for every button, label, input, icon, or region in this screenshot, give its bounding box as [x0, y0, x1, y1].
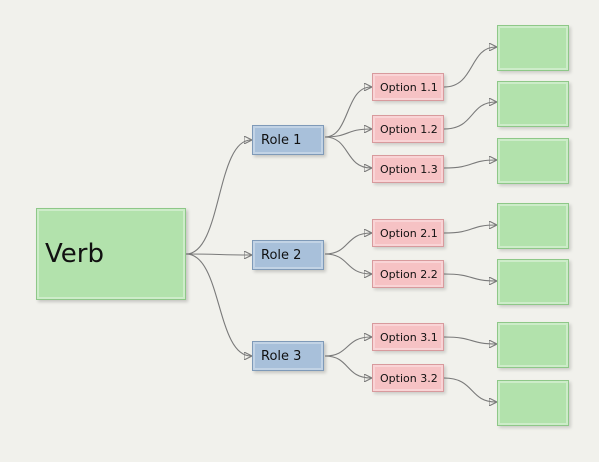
option-node-3-2: Option 3.2	[372, 364, 444, 392]
leaf-node-2-2	[497, 259, 569, 305]
option-node-1-3: Option 1.3	[372, 155, 444, 183]
edge-verb-role-2	[185, 254, 251, 255]
leaf-node-3-2	[497, 380, 569, 426]
option-label: Option 2.2	[380, 267, 438, 281]
edge-option-2-1-leaf	[443, 225, 496, 234]
edge-role-1-option-1-1	[324, 87, 371, 138]
option-label: Option 1.2	[380, 122, 438, 136]
option-node-1-1: Option 1.1	[372, 73, 444, 101]
edge-option-3-2-leaf	[443, 377, 496, 402]
option-node-3-1: Option 3.1	[372, 323, 444, 351]
leaf-node-1-1	[497, 25, 569, 71]
edge-role-2-option-2-1	[324, 233, 371, 255]
role-label: Role 3	[261, 348, 302, 364]
role-label: Role 1	[261, 132, 302, 148]
edge-role-1-option-1-3	[324, 136, 371, 168]
role-node-2: Role 2	[252, 240, 324, 270]
option-label: Option 3.1	[380, 330, 438, 344]
edge-role-2-option-2-2	[324, 253, 371, 274]
edge-role-3-option-3-2	[324, 355, 371, 378]
edge-option-1-1-leaf	[443, 47, 496, 88]
edge-option-1-2-leaf	[443, 102, 496, 130]
edge-verb-role-3	[185, 253, 251, 356]
option-node-1-2: Option 1.2	[372, 115, 444, 143]
edge-role-3-option-3-1	[324, 337, 371, 357]
edge-option-2-2-leaf	[443, 273, 496, 281]
option-label: Option 1.3	[380, 162, 438, 176]
role-node-3: Role 3	[252, 341, 324, 371]
verb-node: Verb	[36, 208, 186, 300]
option-label: Option 2.1	[380, 226, 438, 240]
role-node-1: Role 1	[252, 125, 324, 155]
leaf-node-1-3	[497, 138, 569, 184]
option-label: Option 3.2	[380, 371, 438, 385]
option-node-2-1: Option 2.1	[372, 219, 444, 247]
edge-role-1-option-1-2	[324, 129, 371, 138]
edge-verb-role-1	[185, 140, 251, 255]
edge-option-3-1-leaf	[443, 336, 496, 344]
leaf-node-3-1	[497, 322, 569, 368]
option-node-2-2: Option 2.2	[372, 260, 444, 288]
leaf-node-2-1	[497, 203, 569, 249]
option-label: Option 1.1	[380, 80, 438, 94]
verb-label: Verb	[45, 239, 104, 269]
leaf-node-1-2	[497, 81, 569, 127]
role-label: Role 2	[261, 247, 302, 263]
edge-option-1-3-leaf	[443, 160, 496, 169]
